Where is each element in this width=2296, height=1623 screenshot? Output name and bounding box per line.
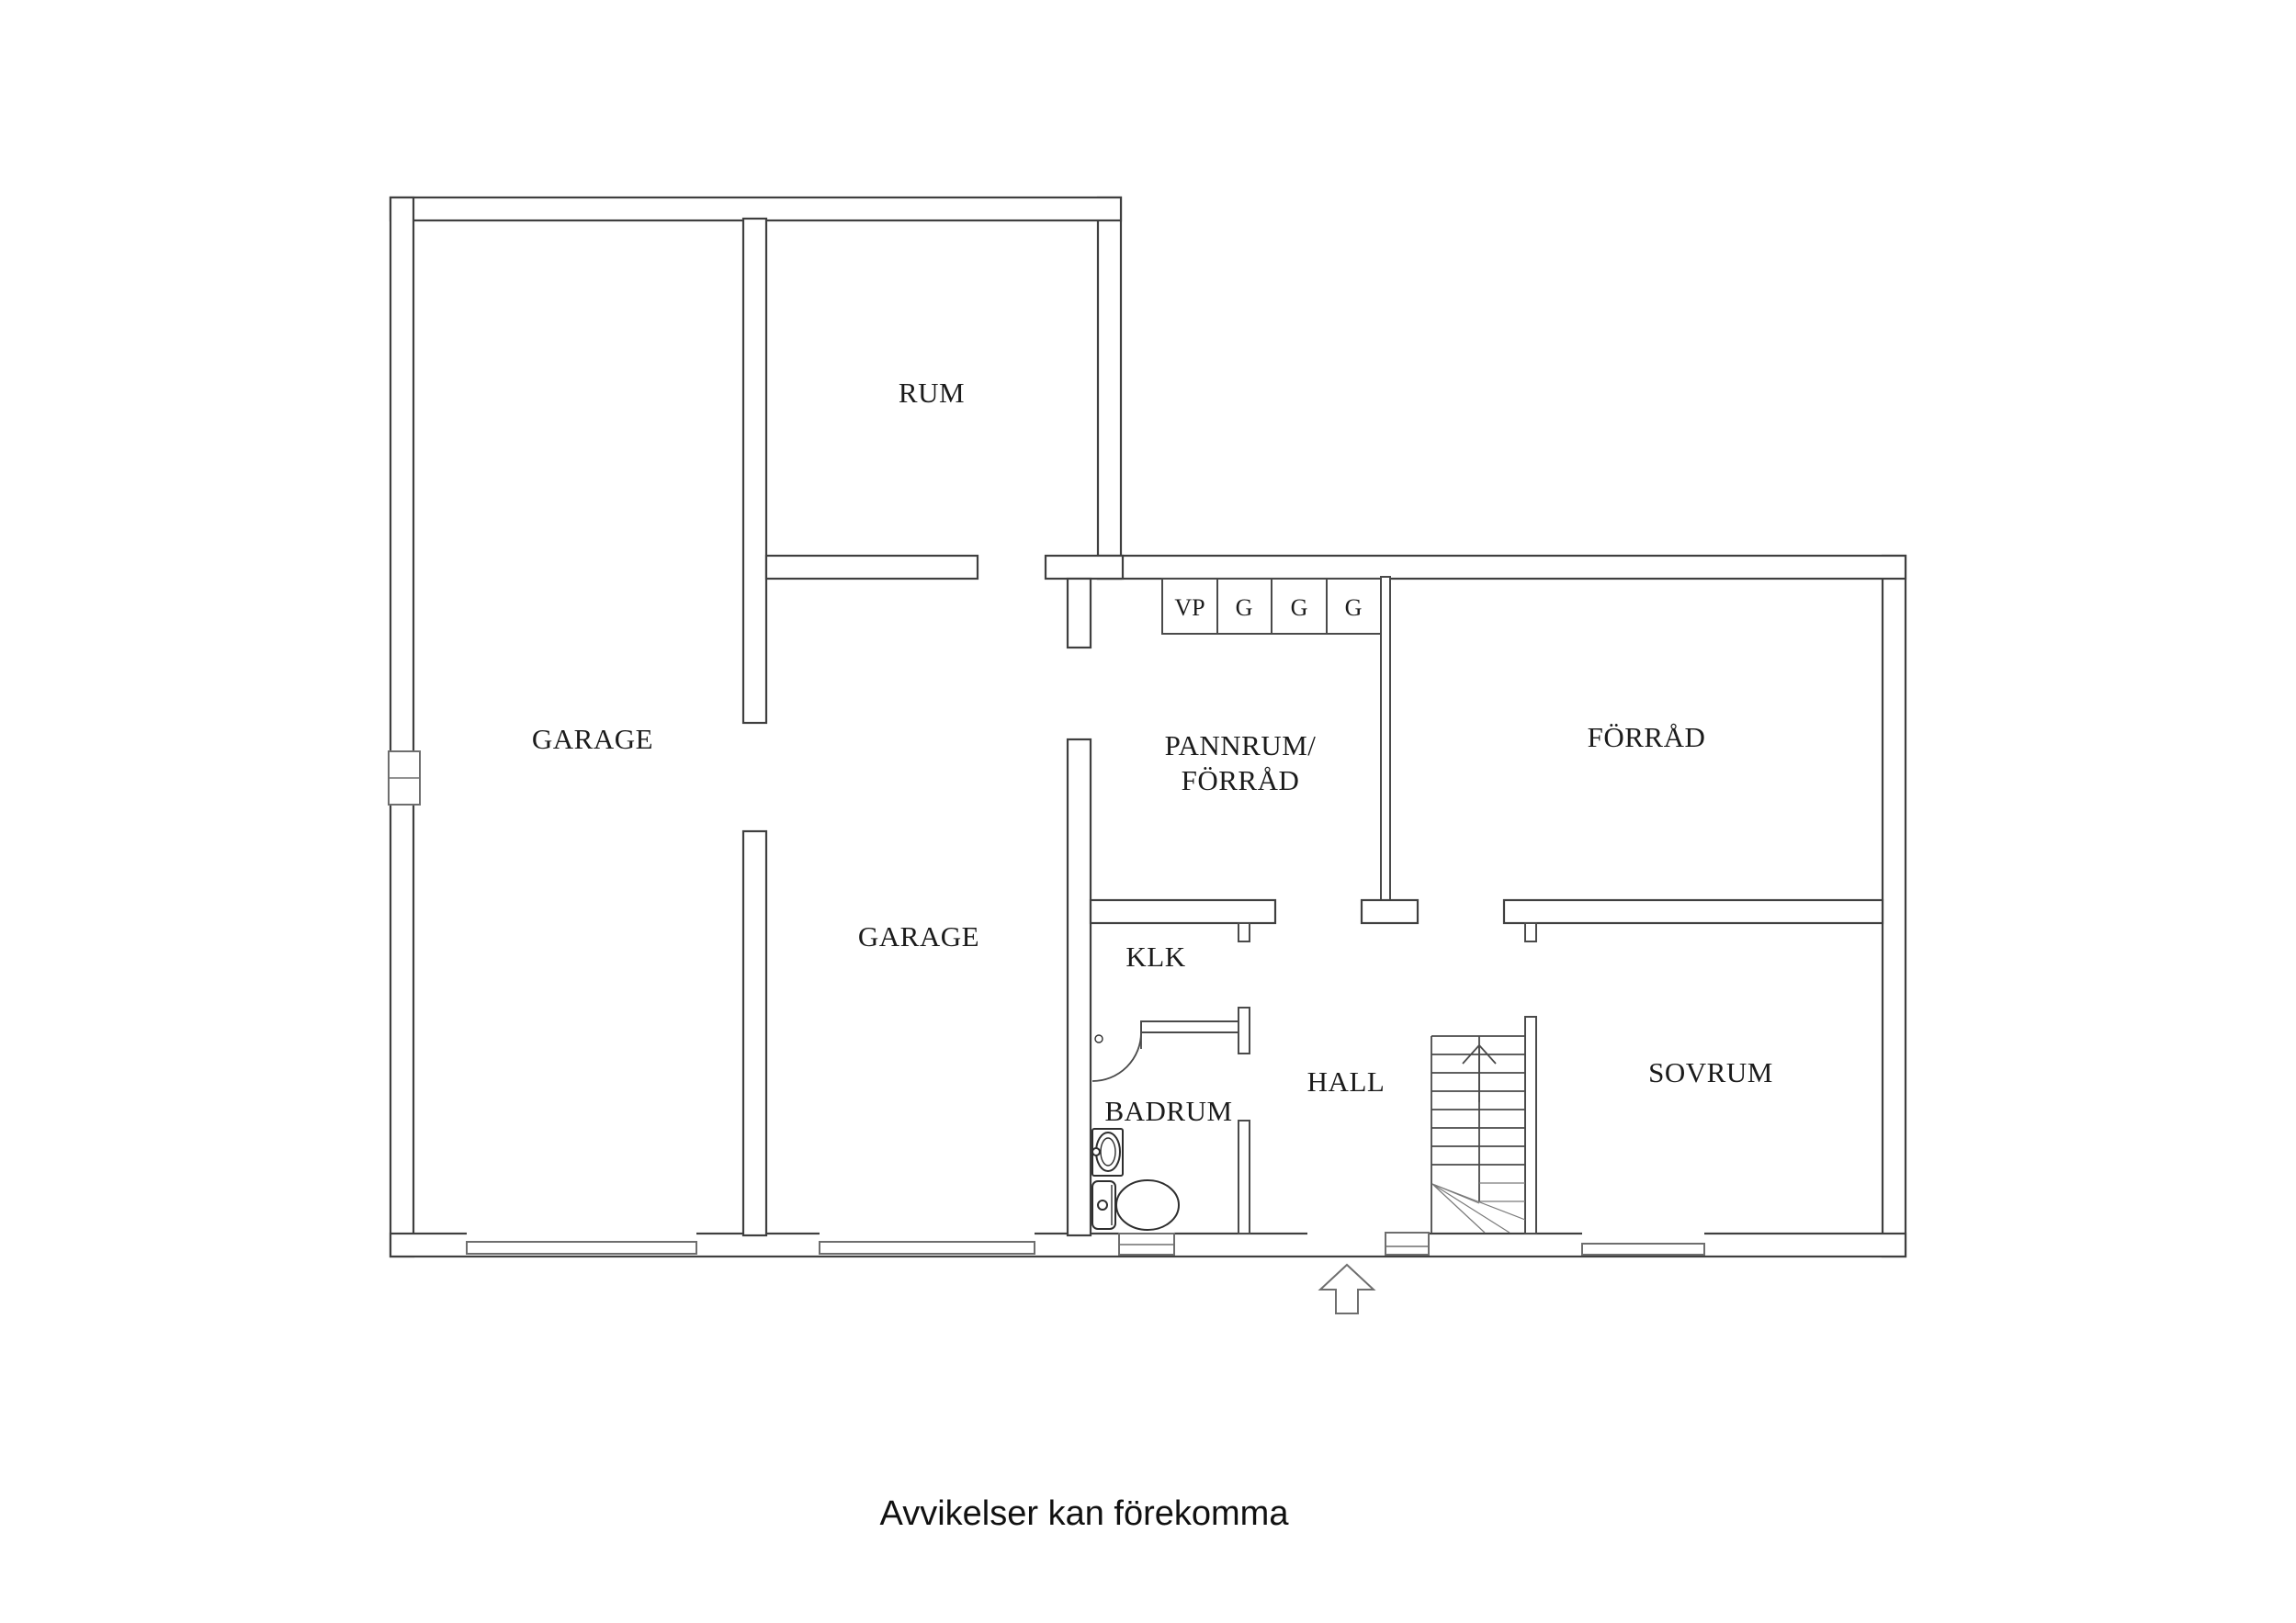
room-label-pannrum-line2: FÖRRÅD xyxy=(1182,764,1300,796)
garage-door-1 xyxy=(466,1241,697,1255)
sovrum-window xyxy=(1581,1243,1705,1256)
wall-openings xyxy=(388,750,1705,1256)
room-label-garage-left: GARAGE xyxy=(532,723,653,755)
entrance-opening xyxy=(1307,1232,1386,1255)
staircase xyxy=(1431,1035,1526,1234)
room-label-garage-center: GARAGE xyxy=(858,920,979,952)
room-label-hall: HALL xyxy=(1307,1065,1386,1098)
entrance-arrow-icon xyxy=(1318,1263,1376,1314)
room-label-klk: KLK xyxy=(1125,941,1185,973)
garage-door-2 xyxy=(819,1241,1035,1255)
cabinet-label-g1: G xyxy=(1236,594,1253,621)
cabinet-label-g2: G xyxy=(1291,594,1308,621)
sink-icon xyxy=(1091,1128,1124,1177)
interior-walls xyxy=(741,217,1884,1237)
stairs-up-arrow-icon xyxy=(1462,1044,1497,1102)
room-label-rum: RUM xyxy=(899,377,965,409)
room-labels: GARAGE RUM GARAGE PANNRUM/ FÖRRÅD FÖRRÅD… xyxy=(532,377,1773,1127)
toilet-icon xyxy=(1091,1179,1180,1231)
cabinet-label-vp: VP xyxy=(1174,594,1205,621)
disclaimer-note: Avvikelser kan förekomma xyxy=(880,1494,1290,1533)
badrum-door xyxy=(1091,1031,1142,1082)
room-label-badrum: BADRUM xyxy=(1104,1095,1232,1127)
room-label-pannrum-line1: PANNRUM/ xyxy=(1165,729,1317,761)
room-label-sovrum: SOVRUM xyxy=(1648,1056,1773,1088)
cabinet-label-g3: G xyxy=(1345,594,1363,621)
room-label-forrad: FÖRRÅD xyxy=(1588,721,1706,753)
cabinet-boxes: VP G G G xyxy=(1161,578,1382,635)
